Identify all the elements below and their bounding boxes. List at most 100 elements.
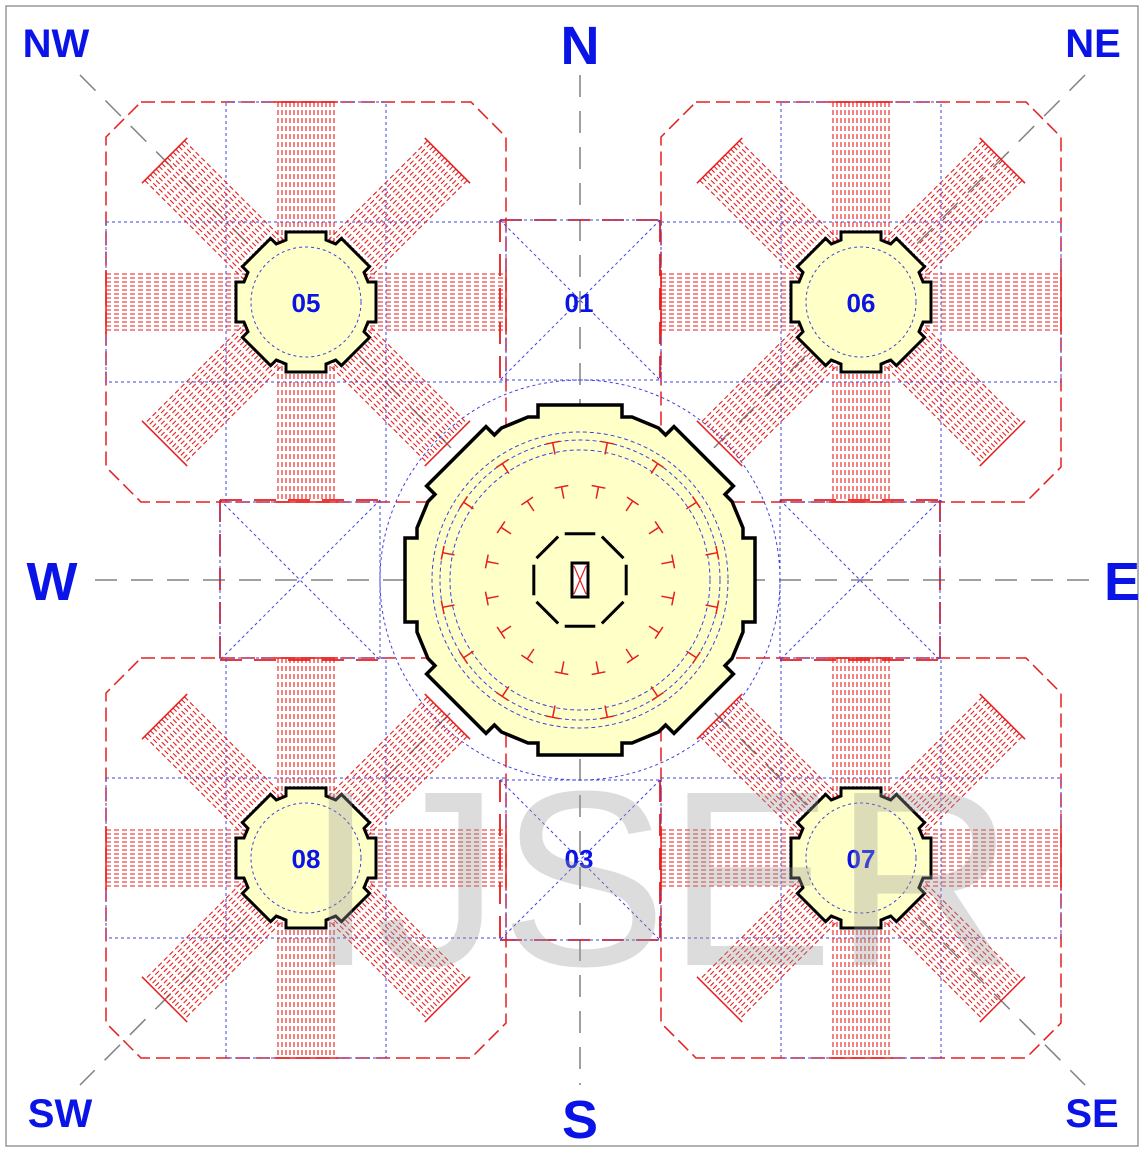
arm-end — [424, 693, 471, 740]
radial-tick-stem — [500, 625, 512, 634]
axis-diagonal-nw-se — [79, 74, 1086, 1086]
central-building — [403, 403, 757, 757]
arm-end — [696, 693, 743, 740]
radial-tick-stem — [648, 526, 660, 535]
arm-end — [424, 137, 471, 184]
radial-tick-stem — [648, 625, 660, 634]
pavilion-07 — [660, 657, 1062, 1059]
axis-diagonal-ne-sw — [79, 74, 1086, 1086]
inner-octagon-side — [535, 535, 560, 560]
radial-tick-stem — [604, 705, 609, 718]
central-ring — [431, 431, 729, 729]
radial-tick-stem — [486, 595, 499, 600]
radial-tick-stem — [625, 500, 634, 512]
watermark: IJSER — [306, 739, 1015, 1018]
arm-end — [979, 420, 1026, 467]
pavilion-outline — [789, 786, 933, 930]
radial-tick-stem — [686, 501, 697, 510]
pavilion-outer-boundary — [660, 657, 1062, 1059]
arm-end — [424, 420, 471, 467]
pavilion-08 — [105, 657, 507, 1059]
arm-end — [979, 137, 1026, 184]
compass-west: W — [27, 552, 78, 612]
blue-cross-line — [779, 499, 941, 661]
radial-tick-stem — [526, 500, 535, 512]
radial-tick-stem — [625, 648, 634, 660]
pavilion-outline — [234, 786, 378, 930]
inner-octagon-side — [535, 600, 560, 625]
arm-end — [696, 420, 743, 467]
inner-octagon-side — [600, 535, 625, 560]
compass-northeast: NE — [1065, 22, 1121, 66]
radial-tick-stem — [551, 705, 556, 718]
arm-end — [979, 976, 1026, 1023]
pavilion-label-08: 08 — [292, 844, 321, 874]
pavilion-06 — [660, 101, 1062, 503]
radial-tick-stem — [595, 486, 600, 499]
radial-tick-stem — [526, 648, 535, 660]
buildings — [105, 101, 1062, 1059]
arm-end — [141, 693, 188, 740]
core-cross — [573, 565, 587, 595]
zone-label-03: 03 — [565, 844, 594, 874]
arm-end — [696, 137, 743, 184]
blue-cross-line — [499, 779, 661, 941]
compass-southeast: SE — [1065, 1092, 1118, 1136]
pavilion-inner-ring — [805, 246, 917, 358]
blue-cross-line — [499, 219, 661, 381]
arm-end — [141, 420, 188, 467]
compass-northwest: NW — [23, 22, 90, 66]
radial-tick-stem — [686, 650, 697, 659]
radial-tick-stem — [501, 686, 510, 697]
radial-tick-stem — [560, 661, 565, 674]
radial-tick — [459, 495, 469, 509]
compass-east: E — [1104, 552, 1140, 612]
radial-tick-stem — [661, 560, 674, 565]
central-ring — [439, 439, 721, 721]
radial-tick-stem — [595, 661, 600, 674]
pavilion-outline — [789, 230, 933, 374]
blue-cross-line — [219, 499, 381, 661]
radial-tick-stem — [442, 604, 455, 609]
arm-end — [141, 976, 188, 1023]
compass-southwest: SW — [28, 1092, 93, 1136]
pavilion-label-06: 06 — [847, 288, 876, 318]
radial-tick-stem — [705, 551, 718, 556]
blue-cross-line — [499, 219, 661, 381]
radial-tick-stem — [650, 686, 659, 697]
radial-tick-stem — [560, 486, 565, 499]
inner-octagon-side — [600, 600, 625, 625]
blue-cross-line — [219, 499, 381, 661]
radial-tick-stem — [604, 442, 609, 455]
radial-tick-stem — [661, 595, 674, 600]
pavilion-05 — [105, 101, 507, 503]
pavilion-inner-ring — [805, 802, 917, 914]
arm-end — [696, 976, 743, 1023]
compass-north: N — [561, 16, 600, 76]
pavilion-outer-boundary — [660, 101, 1062, 503]
radial-tick — [495, 459, 509, 469]
blue-cross-line — [499, 779, 661, 941]
pavilion-outline — [234, 230, 378, 374]
pavilion-inner-ring — [250, 246, 362, 358]
central-ring — [449, 449, 711, 711]
arm-end — [979, 693, 1026, 740]
radial-tick-stem — [650, 463, 659, 474]
radial-tick-stem — [486, 560, 499, 565]
radial-tick-stem — [463, 650, 474, 659]
zone-label-01: 01 — [565, 288, 594, 318]
radial-tick-stem — [463, 501, 474, 510]
arm-end — [424, 976, 471, 1023]
radial-tick-stem — [501, 463, 510, 474]
pavilion-outer-boundary — [105, 101, 507, 503]
radial-tick-stem — [705, 604, 718, 609]
arm-end — [141, 137, 188, 184]
compass-south: S — [562, 1090, 598, 1150]
pavilion-label-07: 07 — [847, 844, 876, 874]
blue-cross-line — [779, 499, 941, 661]
pavilion-inner-ring — [250, 802, 362, 914]
radial-tick-stem — [442, 551, 455, 556]
radial-tick-stem — [500, 526, 512, 535]
